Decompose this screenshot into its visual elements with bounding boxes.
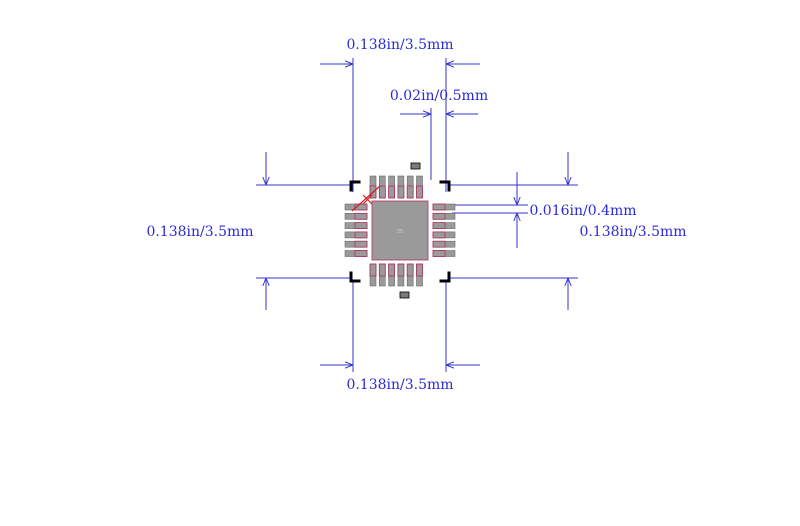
- dim-right-height: [450, 152, 578, 310]
- pads: [344, 175, 456, 287]
- pad-right-land-2: [432, 212, 446, 220]
- pad-right-5: [432, 240, 456, 248]
- pad-bottom-land-3: [388, 263, 396, 277]
- pad-top-land-1: [369, 185, 377, 199]
- pad-bottom-land-2: [378, 263, 386, 277]
- pad-top-3: [388, 175, 395, 199]
- pad-left-3: [344, 222, 368, 229]
- ref-mark-top: [410, 162, 421, 170]
- pad-right-4: [432, 231, 456, 239]
- thermal-pad: [371, 200, 429, 261]
- pad-left-land-1: [354, 203, 368, 211]
- pad-bottom-land-4: [397, 263, 405, 277]
- pad-right-3: [432, 222, 456, 229]
- pad-bottom-5: [406, 263, 414, 287]
- pad-left-land-6: [354, 250, 368, 257]
- pad-right-land-1: [432, 203, 446, 211]
- pad-left-land-4: [354, 231, 368, 239]
- pad-top-land-6: [416, 185, 423, 199]
- corner-mark: [349, 180, 361, 192]
- pad-left-4: [344, 231, 368, 239]
- pad-right-land-5: [432, 240, 446, 248]
- dim-right-height-label: 0.138in/3.5mm: [579, 224, 686, 240]
- pad-bottom-land-5: [406, 263, 414, 277]
- pad-right-land-4: [432, 231, 446, 239]
- corner-mark: [349, 271, 361, 283]
- pad-right-6: [432, 250, 456, 257]
- pad-left-land-3: [354, 222, 368, 230]
- package-outline: [349, 180, 451, 283]
- pad-top-4: [397, 175, 405, 199]
- pad-right-land-6: [432, 250, 446, 257]
- pad-bottom-3: [388, 263, 395, 287]
- dim-pitch-label: 0.02in/0.5mm: [390, 88, 488, 104]
- dim-pad-width-label: 0.016in/0.4mm: [529, 203, 636, 219]
- pad-bottom-4: [397, 263, 405, 287]
- pad-left-2: [344, 213, 368, 220]
- pad-right-1: [432, 203, 456, 211]
- pad-bottom-1: [369, 263, 377, 287]
- corner-mark: [439, 180, 451, 192]
- pad-bottom-land-1: [369, 263, 377, 277]
- pad-right-2: [432, 213, 456, 220]
- pad-top-land-5: [406, 185, 414, 199]
- pad-top-land-4: [397, 185, 405, 199]
- pad-left-land-2: [354, 212, 368, 220]
- pad-top-land-2: [378, 185, 386, 199]
- pad-bottom-6: [416, 263, 423, 287]
- pad-bottom-2: [378, 263, 386, 287]
- dim-top-width-label: 0.138in/3.5mm: [346, 37, 453, 53]
- center-label: 25: [397, 229, 403, 235]
- pad-top-6: [416, 175, 423, 199]
- pin1-cross: [362, 194, 373, 205]
- pad-left-5: [344, 240, 368, 248]
- corner-mark: [439, 271, 451, 283]
- pin1-marker: [351, 185, 381, 212]
- pad-right-land-3: [432, 222, 446, 230]
- dim-left-height-label: 0.138in/3.5mm: [146, 224, 253, 240]
- dim-bottom-width: [320, 282, 480, 372]
- pad-top-5: [406, 175, 414, 199]
- pad-bottom-land-6: [416, 263, 423, 277]
- pad-left-6: [344, 250, 368, 257]
- dim-top-width: [320, 58, 480, 192]
- dim-left-height: [256, 152, 350, 310]
- pad-top-land-3: [388, 185, 396, 199]
- dim-pad-width: [452, 172, 528, 248]
- ref-mark-bottom: [399, 291, 410, 299]
- pad-top-2: [378, 175, 386, 199]
- dim-bottom-width-label: 0.138in/3.5mm: [346, 377, 453, 393]
- pad-left-land-5: [354, 240, 368, 248]
- dim-pitch: [400, 108, 478, 180]
